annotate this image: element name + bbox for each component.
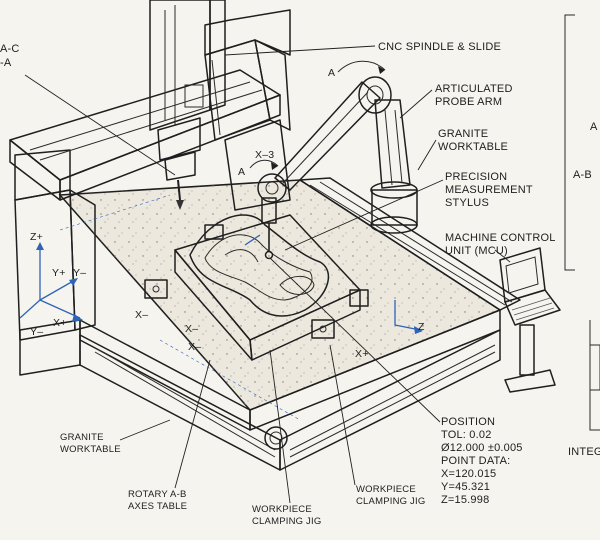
axis-a-probe: A (238, 166, 245, 178)
axis-a-arm: A (328, 67, 335, 79)
label-rotary-2: AXES TABLE (128, 501, 187, 512)
label-stylus-3: STYLUS (445, 197, 489, 209)
label-jig-a-2: CLAMPING JIG (252, 516, 321, 527)
pos-x: X=120.015 (441, 468, 496, 480)
label-rotary-1: ROTARY A-B (128, 489, 187, 500)
label-integ: INTEG (568, 446, 600, 458)
label-granite-l-2: WORKTABLE (60, 444, 121, 455)
label-granite-r-2: WORKTABLE (438, 141, 508, 153)
label-top-left-1: A-C (0, 43, 20, 55)
axis-x-plus-2: X+ (355, 348, 369, 360)
axis-x-3: X– (188, 341, 201, 353)
label-jig-a-1: WORKPIECE (252, 504, 312, 515)
label-top-left-2: -A (0, 57, 12, 69)
position-readout: POSITION TOL: 0.02 Ø12.000 ±0.005 POINT … (441, 416, 523, 506)
label-mcu-1: MACHINE CONTROL (445, 232, 556, 244)
pos-tol: TOL: 0.02 (441, 429, 492, 441)
pos-dia: Ø12.000 ±0.005 (441, 442, 523, 454)
pos-z: Z=15.998 (441, 494, 489, 506)
label-jig-b-2: CLAMPING JIG (356, 496, 425, 507)
label-jig-b-1: WORKPIECE (356, 484, 416, 495)
label-spindle: CNC SPINDLE & SLIDE (378, 41, 501, 53)
pos-point: POINT DATA: (441, 455, 510, 467)
rotary-table (144, 214, 369, 361)
label-granite-r-1: GRANITE (438, 128, 488, 140)
callout-labels: A-C -A CNC SPINDLE & SLIDE ARTICULATED P… (0, 41, 600, 527)
right-panel-lines (564, 14, 600, 431)
label-stylus-1: PRECISION (445, 171, 507, 183)
axis-z-plus: Z+ (30, 231, 43, 243)
mcu-terminal (499, 247, 561, 393)
label-right-ab: A-B (573, 169, 592, 181)
pos-title: POSITION (441, 416, 495, 428)
axis-y-plus: Y+ (52, 267, 66, 279)
machine-base (19, 177, 521, 471)
axis-y-minus-1: Y– (73, 267, 86, 279)
axis-x3: X–3 (255, 149, 274, 161)
probe-arm (249, 60, 418, 260)
gantry (9, 9, 291, 341)
label-probe-arm-2: PROBE ARM (435, 96, 502, 108)
axis-x-plus-1: X+ (53, 317, 67, 329)
axis-x-minus-2: X– (185, 323, 198, 335)
leader-lines (24, 45, 511, 504)
label-stylus-2: MEASUREMENT (445, 184, 533, 196)
axis-x-minus-1: X– (135, 309, 148, 321)
axis-markers (19, 194, 423, 421)
pos-y: Y=45.321 (441, 481, 490, 493)
axis-z-right: Z (418, 321, 425, 333)
label-right-a: A (590, 121, 598, 133)
label-granite-l-1: GRANITE (60, 432, 104, 443)
axis-y-minus-2: Y– (30, 326, 43, 338)
axis-labels: A X–3 A Z+ Y+ Y– Y– X+ X– X– X– X+ Z (30, 67, 425, 360)
label-mcu-2: UNIT (MCU) (445, 245, 508, 257)
spindle (149, 0, 226, 210)
label-probe-arm-1: ARTICULATED (435, 83, 513, 95)
